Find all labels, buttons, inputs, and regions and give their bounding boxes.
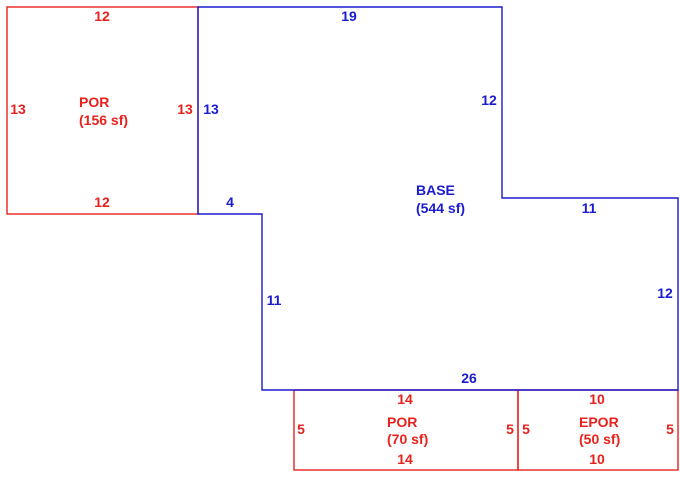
por-bottom-name: POR	[387, 414, 417, 430]
base-dim-step-left: 4	[226, 194, 234, 210]
por-left-outline	[6, 6, 199, 215]
por-left-area: (156 sf)	[79, 112, 128, 128]
base-name: BASE	[416, 182, 455, 198]
epor-dim-bottom: 10	[589, 451, 605, 467]
base-dim-right-upper: 12	[481, 92, 497, 108]
por-bottom-dim-left: 5	[297, 421, 305, 437]
por-bottom-dim-bottom: 14	[397, 451, 413, 467]
base-area: (544 sf)	[416, 200, 465, 216]
por-bottom-area: (70 sf)	[387, 431, 428, 447]
por-bottom-dim-right: 5	[506, 421, 514, 437]
base-dim-left-lower: 11	[267, 292, 282, 308]
base-dim-step-right: 11	[582, 200, 597, 216]
epor-dim-top: 10	[589, 391, 605, 407]
por-left-dim-left: 13	[10, 101, 26, 117]
por-left-dim-right: 13	[177, 101, 193, 117]
base-dim-right-lower: 12	[657, 285, 673, 301]
base-dim-bottom: 26	[461, 370, 477, 386]
epor-dim-right: 5	[666, 421, 674, 437]
epor-dim-left: 5	[522, 421, 530, 437]
por-left-name: POR	[79, 94, 109, 110]
epor-name: EPOR	[579, 414, 619, 430]
epor-area: (50 sf)	[579, 431, 620, 447]
por-left-dim-bottom: 12	[94, 194, 110, 210]
base-outline	[197, 6, 679, 391]
por-bottom-dim-top: 14	[397, 391, 413, 407]
por-left-dim-top: 12	[94, 8, 110, 24]
base-dim-top: 19	[341, 8, 357, 24]
base-dim-left-upper: 13	[203, 101, 219, 117]
